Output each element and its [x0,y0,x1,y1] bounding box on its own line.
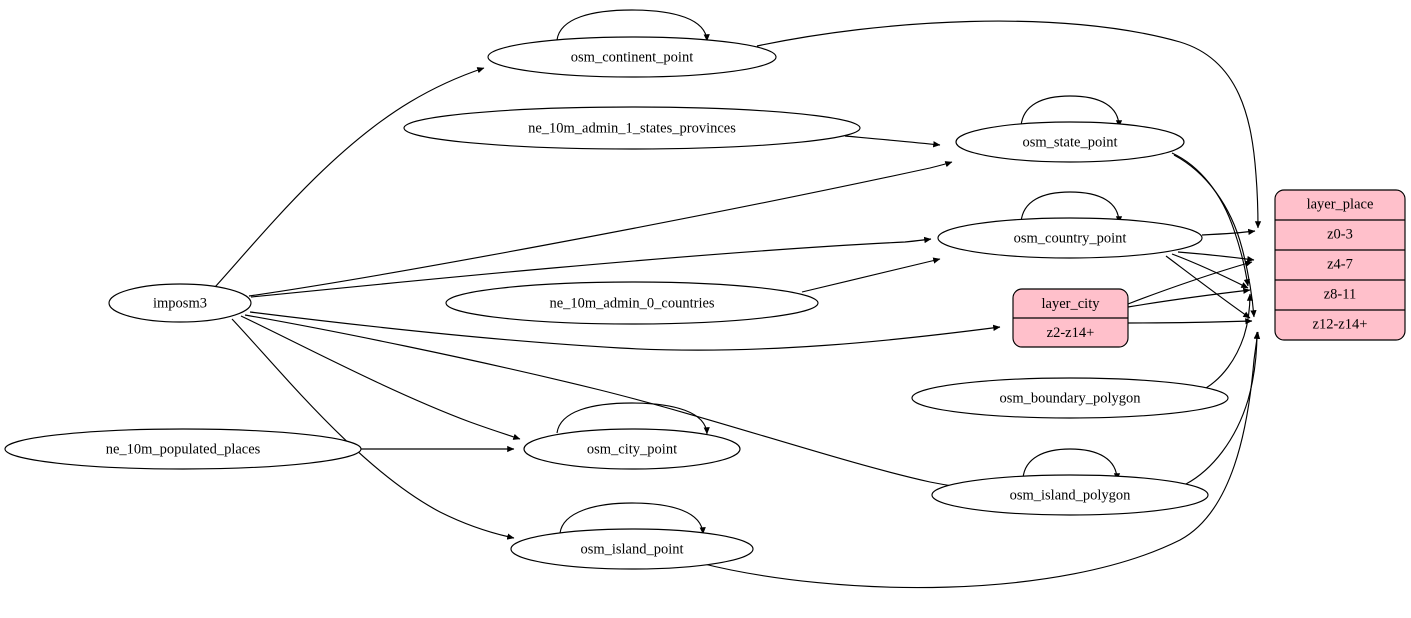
edge-osm_boundary_polygon-to-layer_place-z8_11 [1205,293,1254,389]
node-label-osm_continent_point: osm_continent_point [571,49,693,65]
node-ne_10m_admin_1_states_provinces[interactable]: ne_10m_admin_1_states_provinces [403,106,861,150]
edge-osm_country_point-to-layer_place-z12_14 [1165,255,1251,319]
self-loop-osm_city_point [556,402,710,435]
node-osm_country_point[interactable]: osm_country_point [937,217,1203,259]
edge-osm_continent_point-to-layer_place-z0_3 [756,20,1262,229]
self-loop-osm_continent_point [556,9,710,42]
edge-imposm3-to-osm_island_polygon [244,314,979,492]
node-osm_island_point[interactable]: osm_island_point [510,528,754,570]
record-row-layer_place-z12-z14[interactable]: z12-z14+ [1313,316,1368,332]
edge-imposm3-to-osm_city_point [240,315,521,440]
edge-osm_country_point-to-layer_place-z0_3 [1201,228,1256,236]
edge-osm_country_point-to-layer_place-z8_11 [1171,253,1249,289]
record-nodes-layer: layer_city z2-z14+ layer_place z0-3 z4-7… [1012,189,1406,348]
node-label-osm_country_point: osm_country_point [1014,230,1127,246]
self-loops-layer [556,9,1123,535]
node-imposm3[interactable]: imposm3 [108,283,252,323]
edge-osm_island_point-to-layer_place-z12_14 [699,331,1260,589]
record-row-layer_place-z8-11[interactable]: z8-11 [1324,286,1356,302]
record-node-layer_city[interactable]: layer_city z2-z14+ [1012,288,1129,348]
node-label-ne_10m_admin_1_states_provinces: ne_10m_admin_1_states_provinces [528,120,736,136]
record-row-layer_place-z4-7[interactable]: z4-7 [1327,256,1353,272]
edge-layer_city-to-layer_place-z8_11 [1127,287,1251,308]
edge-imposm3-to-osm_continent_point [214,67,485,288]
edge-layer_city-to-layer_place-z4_7 [1127,260,1253,305]
node-label-osm_city_point: osm_city_point [587,441,677,457]
node-ne_10m_populated_places[interactable]: ne_10m_populated_places [4,428,362,470]
node-label-ne_10m_populated_places: ne_10m_populated_places [106,441,261,457]
edge-imposm3-to-layer_city [249,311,1001,351]
record-row-layer_place-z0-3[interactable]: z0-3 [1327,226,1353,242]
edge-imposm3-to-osm_island_point [231,318,515,540]
node-label-osm_island_polygon: osm_island_polygon [1010,487,1132,503]
edge-osm_island_polygon-to-layer_place-z12_14 [1185,331,1261,485]
record-row-layer_city-title: layer_city [1042,296,1101,312]
self-loop-osm_country_point [1020,191,1123,224]
edge-imposm3-to-osm_state_point [248,161,953,297]
nodes-layer: imposm3 ne_10m_populated_places osm_cont… [4,36,1229,570]
node-osm_state_point[interactable]: osm_state_point [955,121,1185,163]
edge-imposm3-to-osm_country_point [250,236,932,298]
node-osm_continent_point[interactable]: osm_continent_point [487,36,777,78]
node-osm_boundary_polygon[interactable]: osm_boundary_polygon [911,377,1229,419]
record-row-layer_city-z2[interactable]: z2-z14+ [1047,325,1095,341]
record-node-layer_place[interactable]: layer_place z0-3 z4-7 z8-11 z12-z14+ [1274,189,1406,341]
edge-ne_10m_admin_0_countries-to-osm_country_point [801,257,941,293]
self-loop-osm_state_point [1020,95,1123,128]
node-osm_island_polygon[interactable]: osm_island_polygon [931,474,1209,516]
node-label-osm_state_point: osm_state_point [1022,134,1117,150]
edges-layer [214,20,1262,589]
node-label-imposm3: imposm3 [153,295,207,311]
self-loop-osm_island_point [559,502,706,535]
node-label-ne_10m_admin_0_countries: ne_10m_admin_0_countries [549,295,714,311]
edge-ne_10m_admin_1_states_provinces-to-osm_state_point [844,135,941,148]
node-osm_city_point[interactable]: osm_city_point [523,428,741,470]
node-label-osm_boundary_polygon: osm_boundary_polygon [1000,390,1142,406]
edge-layer_city-to-layer_place-z12_14 [1127,318,1253,325]
self-loop-osm_island_polygon [1022,448,1121,481]
edge-osm_country_point-to-layer_place-z4_7 [1177,251,1255,263]
node-ne_10m_admin_0_countries[interactable]: ne_10m_admin_0_countries [445,281,819,325]
edge-osm_state_point-to-layer_place-z8_11 [1171,152,1250,287]
record-row-layer_place-title: layer_place [1307,196,1374,212]
node-label-osm_island_point: osm_island_point [580,541,683,557]
